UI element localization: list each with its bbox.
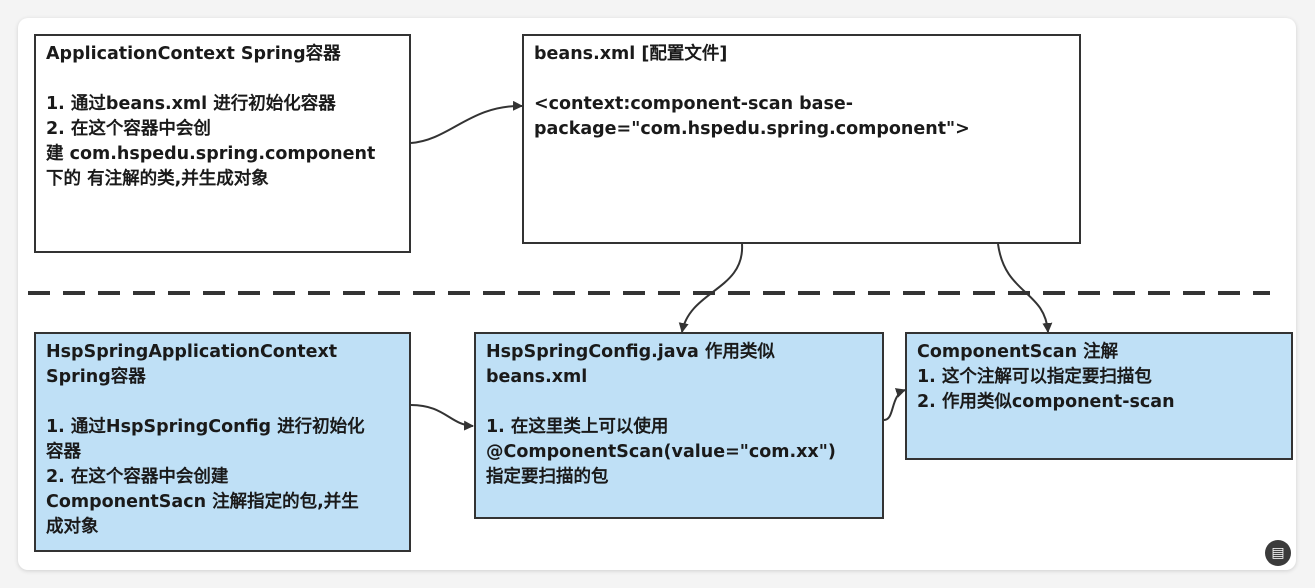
arrow-beansxml-to-componentscan <box>997 243 1053 333</box>
hsp-application-context-box: HspSpringApplicationContext Spring容器 1. … <box>34 332 411 552</box>
arrow-hspconfig-to-componentscan <box>883 388 906 421</box>
component-scan-box: ComponentScan 注解 1. 这个注解可以指定要扫描包 2. 作用类似… <box>905 332 1293 460</box>
beans-xml-box: beans.xml [配置文件] <context:component-scan… <box>522 34 1081 244</box>
chat-bubble-icon[interactable]: ▤ <box>1265 540 1291 566</box>
application-context-box: ApplicationContext Spring容器 1. 通过beans.x… <box>34 34 411 253</box>
arrow-hspappcontext-to-hspconfig <box>410 404 474 431</box>
hsp-spring-config-box: HspSpringConfig.java 作用类似 beans.xml 1. 在… <box>474 332 884 519</box>
arrow-beansxml-to-hspconfig <box>678 243 744 333</box>
arrow-appcontext-to-beansxml <box>410 100 523 144</box>
